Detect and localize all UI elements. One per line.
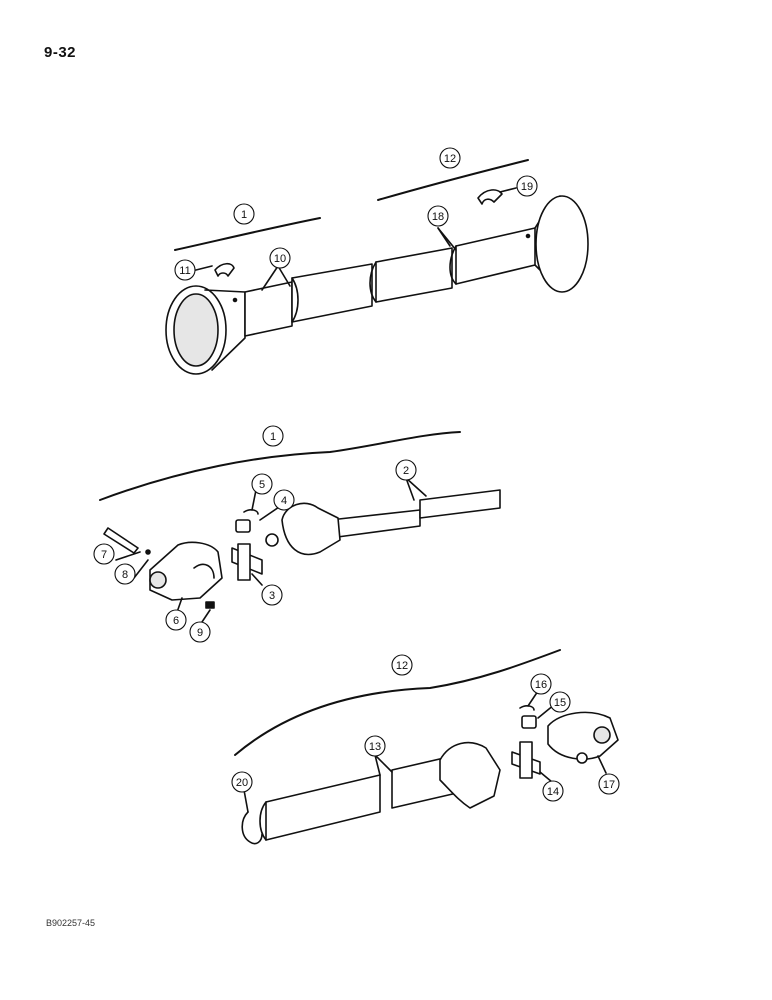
callout-7: 7 xyxy=(93,543,115,565)
callout-7-label: 7 xyxy=(101,549,107,561)
callout-16-label: 16 xyxy=(535,679,547,691)
callout-15-label: 15 xyxy=(554,697,566,709)
callout-3-label: 3 xyxy=(269,590,275,602)
callout-12-top: 12 xyxy=(439,147,461,169)
callout-12-top-label: 12 xyxy=(444,153,456,165)
callout-2: 2 xyxy=(395,459,417,481)
callout-1-top-label: 1 xyxy=(241,209,247,221)
outer-shaft-assembly xyxy=(234,649,619,845)
document-code: B902257-45 xyxy=(46,918,96,928)
callout-12-bot: 12 xyxy=(391,654,413,676)
page-number: 9-32 xyxy=(44,44,77,61)
callout-13: 13 xyxy=(364,735,386,757)
callout-9: 9 xyxy=(189,621,211,643)
callout-10: 10 xyxy=(269,247,291,269)
callout-11-label: 11 xyxy=(179,265,190,277)
callout-5: 5 xyxy=(251,473,273,495)
callout-18-label: 18 xyxy=(432,211,444,223)
callout-10-label: 10 xyxy=(274,253,286,265)
callout-13-label: 13 xyxy=(369,741,381,753)
callout-17: 17 xyxy=(598,773,620,795)
callout-16: 16 xyxy=(530,673,552,695)
callout-3: 3 xyxy=(261,584,283,606)
inner-shaft-assembly xyxy=(99,431,501,626)
callout-12-bot-label: 12 xyxy=(396,660,408,672)
callout-8-label: 8 xyxy=(122,569,128,581)
callout-8: 8 xyxy=(114,563,136,585)
callout-5-label: 5 xyxy=(259,479,265,491)
callout-9-label: 9 xyxy=(197,627,203,639)
callout-15: 15 xyxy=(549,691,571,713)
callout-19-label: 19 xyxy=(521,181,533,193)
callout-4: 4 xyxy=(273,489,295,511)
callout-18: 18 xyxy=(427,205,449,227)
callout-14: 14 xyxy=(542,780,564,802)
callout-20: 20 xyxy=(231,771,253,793)
callout-4-label: 4 xyxy=(281,495,287,507)
callout-1-mid: 1 xyxy=(262,425,284,447)
shield-assembly xyxy=(165,159,589,375)
callout-11: 11 xyxy=(174,259,196,281)
callout-2-label: 2 xyxy=(403,465,409,477)
callout-1-mid-label: 1 xyxy=(270,431,276,443)
callout-20-label: 20 xyxy=(236,777,248,789)
callout-19: 19 xyxy=(516,175,538,197)
callout-6-label: 6 xyxy=(173,615,179,627)
callout-17-label: 17 xyxy=(603,779,615,791)
callout-1-top: 1 xyxy=(233,203,255,225)
callout-6: 6 xyxy=(165,609,187,631)
callout-14-label: 14 xyxy=(547,786,559,798)
